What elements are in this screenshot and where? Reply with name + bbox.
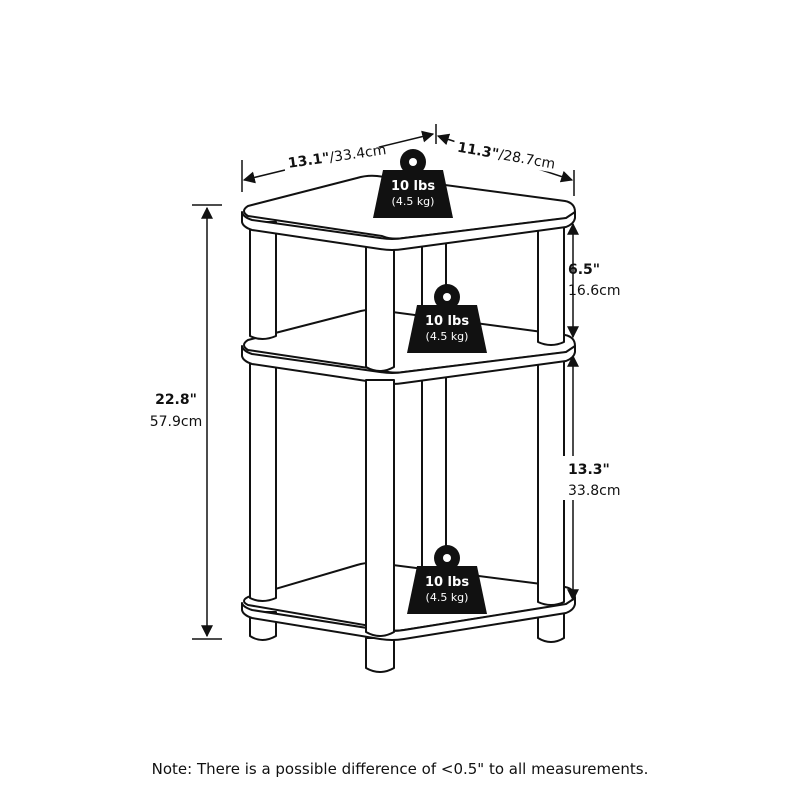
foot-back-right [537,611,565,643]
width-imperial: 13.1" [287,150,331,172]
width-label: 13.1"/33.4cm [282,139,387,173]
width-metric: /33.4cm [328,142,387,166]
weight-top-lbs: 10 lbs [391,179,435,194]
shelf-top-edge [241,211,576,251]
measurement-note: Note: There is a possible difference of … [151,760,649,778]
weight-top-kg: (4.5 kg) [392,195,435,208]
bottom-gap-metric: 33.8cm [568,483,621,499]
post-back-center-lower [421,357,447,570]
total-height-metric: 57.9cm [150,414,203,430]
weight-bottom-lbs: 10 lbs [425,575,469,590]
weight-middle-lbs: 10 lbs [425,314,469,329]
foot-front [365,637,395,673]
post-back-left-upper [249,221,277,340]
depth-imperial: 11.3" [456,140,500,163]
depth-metric: /28.7cm [497,147,556,173]
weight-icon-bottom: 10 lbs (4.5 kg) [407,545,487,614]
weight-icon-top: 10 lbs (4.5 kg) [373,149,453,218]
post-back-right-lower [537,359,565,606]
shelf-unit [241,174,576,673]
weight-middle-kg: (4.5 kg) [426,330,469,343]
weight-bottom-kg: (4.5 kg) [426,591,469,604]
svg-text:13.1"/33.4cm: 13.1"/33.4cm [287,142,387,172]
shelf-bottom-edge [241,597,576,641]
weight-icon-middle: 10 lbs (4.5 kg) [407,284,487,353]
post-back-right-upper [537,221,565,346]
top-gap-imperial: 6.5" [568,262,600,278]
weight-body [373,170,453,218]
depth-label: 11.3"/28.7cm [452,135,559,173]
total-height-imperial: 22.8" [155,392,197,408]
post-back-left-lower [249,359,277,602]
bottom-gap-imperial: 13.3" [568,462,610,478]
post-front-lower [365,379,395,637]
post-front-upper [365,245,395,372]
top-gap-metric: 16.6cm [568,283,621,299]
